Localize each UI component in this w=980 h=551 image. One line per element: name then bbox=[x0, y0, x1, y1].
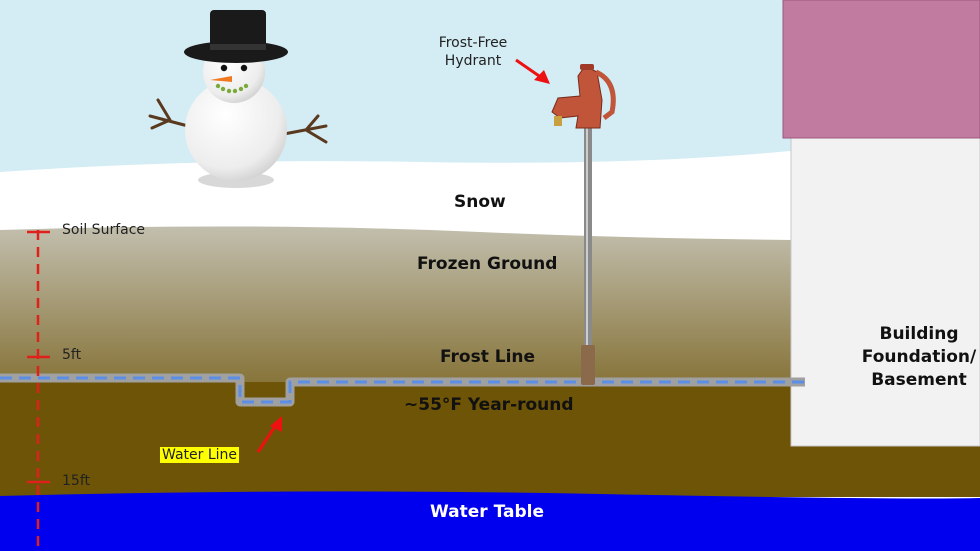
frost-line-label: Frost Line bbox=[440, 347, 536, 367]
building-label-line: Basement bbox=[871, 370, 967, 390]
building-roof bbox=[782, 0, 980, 139]
building-label-line: Foundation/ bbox=[861, 347, 977, 367]
water-flow-line bbox=[0, 376, 805, 404]
hydrant-label-line: Frost-Free bbox=[438, 35, 508, 51]
water-table-label: Water Table bbox=[430, 502, 544, 522]
soil-surface-label: Soil Surface bbox=[62, 222, 146, 238]
snowman-icon bbox=[148, 10, 328, 188]
water-line-label: Water Line bbox=[160, 447, 240, 463]
depth-ruler bbox=[27, 230, 50, 546]
building-label-line: Building bbox=[879, 324, 959, 344]
arrow-icon bbox=[256, 416, 282, 453]
frozen-ground-label: Frozen Ground bbox=[417, 254, 558, 274]
temperature-label: ~55°F Year-round bbox=[404, 395, 574, 415]
hydrant-label: Frost-Free Hydrant bbox=[418, 34, 528, 70]
snow-label: Snow bbox=[454, 192, 506, 212]
depth-15ft-label: 15ft bbox=[62, 473, 90, 489]
arrow-icon bbox=[515, 58, 550, 84]
hydrant-label-line: Hydrant bbox=[444, 53, 502, 69]
water-table-layer bbox=[0, 491, 980, 551]
building-wall bbox=[790, 137, 980, 447]
frost-free-hydrant-icon bbox=[551, 64, 616, 385]
building-foundation-label: Building Foundation/ Basement bbox=[858, 323, 980, 392]
depth-5ft-label: 5ft bbox=[62, 347, 82, 363]
